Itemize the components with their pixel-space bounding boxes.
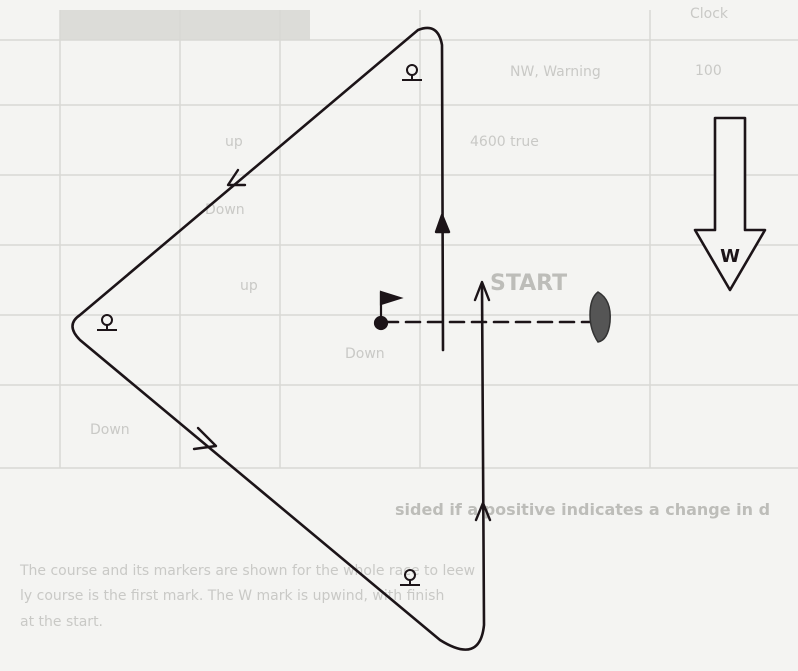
- wind-label: W: [720, 246, 740, 267]
- ghost-cell: 4600 true: [470, 134, 539, 150]
- background-table: [0, 10, 798, 469]
- ghost-heading: sided if a positive indicates a change i…: [395, 500, 770, 519]
- background-text: Clock 100 NW, Warning 4600 true up Down …: [19, 6, 770, 630]
- ghost-cell: 100: [695, 63, 722, 79]
- mark-icon: [400, 569, 420, 586]
- direction-arrow-icon: [434, 213, 451, 234]
- direction-arrow-icon: [473, 280, 491, 302]
- ghost-cell: Clock: [690, 6, 729, 22]
- mark-icon: [97, 314, 117, 331]
- direction-arrow-icon: [474, 501, 492, 522]
- ghost-cell: START: [490, 271, 567, 296]
- ghost-cell: Down: [90, 422, 130, 438]
- ghost-cell: up: [225, 134, 243, 150]
- course-route-line: [71, 26, 486, 651]
- finish-flag-icon: [373, 290, 404, 331]
- ghost-line: at the start.: [20, 614, 103, 630]
- direction-arrow-icon: [192, 426, 218, 451]
- wind-arrow-icon: W: [693, 116, 767, 292]
- ghost-cell: Down: [205, 202, 245, 218]
- mark-icon: [402, 64, 422, 81]
- committee-boat-icon: [589, 291, 611, 343]
- ghost-cell: Down: [345, 346, 385, 362]
- ghost-cell: up: [240, 278, 258, 294]
- ghost-line: ly course is the first mark. The W mark …: [20, 588, 444, 604]
- direction-arrow-icon: [226, 168, 247, 187]
- ghost-cell: NW, Warning: [510, 64, 601, 80]
